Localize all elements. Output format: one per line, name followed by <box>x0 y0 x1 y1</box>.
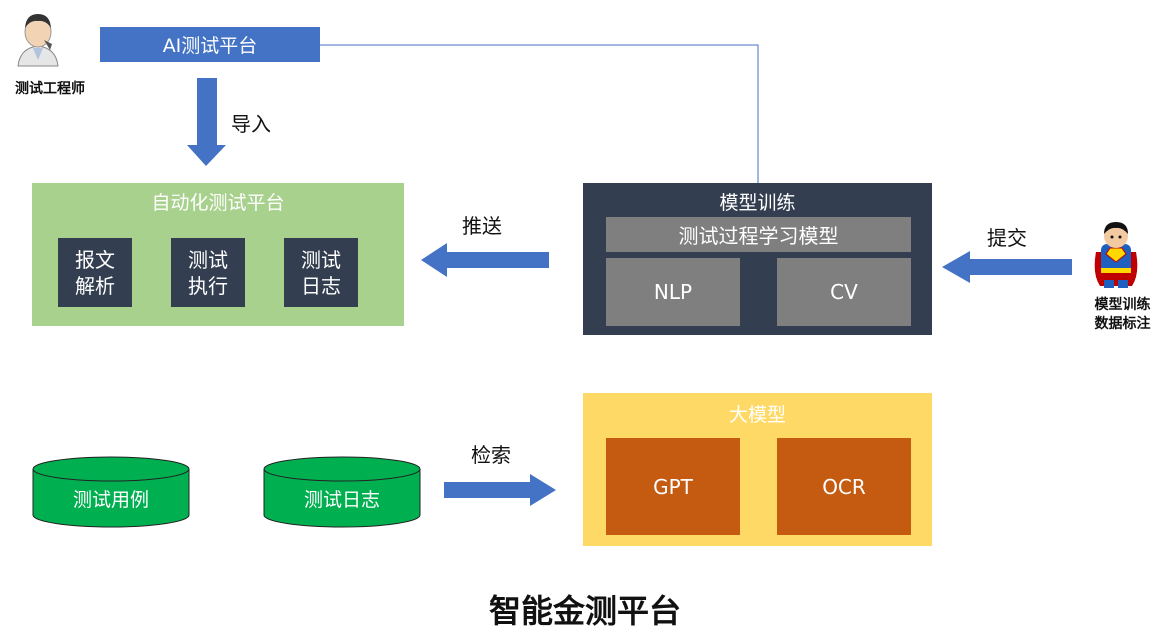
import-arrow <box>187 78 226 166</box>
submit-arrow <box>942 251 1072 283</box>
module-line: 解析 <box>75 273 115 298</box>
tester-label: 测试工程师 <box>15 81 85 97</box>
module-line: 测试 <box>301 247 341 272</box>
module-line: 日志 <box>301 273 341 298</box>
submit-label: 提交 <box>987 226 1027 250</box>
retrieve-arrow <box>444 474 556 506</box>
tester-icon <box>17 14 59 67</box>
db-test-logs <box>263 456 421 528</box>
model-training-title: 模型训练 <box>719 192 796 214</box>
big-model-title: 大模型 <box>728 404 786 426</box>
model-training-box: 模型训练 测试过程学习模型 NLP CV <box>583 183 932 335</box>
db-test-cases-label: 测试用例 <box>72 488 149 511</box>
module-test-logs: 测试 日志 <box>284 238 358 307</box>
automation-platform-title: 自动化测试平台 <box>151 192 285 214</box>
cv-box: CV <box>777 258 911 326</box>
ocr-box: OCR <box>777 438 911 535</box>
push-arrow <box>421 243 549 277</box>
big-model-box: 大模型 GPT OCR <box>583 393 932 546</box>
import-label: 导入 <box>231 112 271 136</box>
superman-icon <box>1094 222 1138 288</box>
module-line: 报文 <box>75 247 115 272</box>
module-test-execution: 测试 执行 <box>171 238 245 307</box>
process-learning-model: 测试过程学习模型 <box>606 217 911 252</box>
annotator-label: 模型训练 数据标注 <box>1075 296 1170 334</box>
annotator-label-line: 数据标注 <box>1094 316 1151 332</box>
connector-line <box>320 44 759 183</box>
module-line: 执行 <box>188 273 228 298</box>
db-test-logs-label: 测试日志 <box>303 488 380 511</box>
push-label: 推送 <box>462 214 502 238</box>
module-message-parsing: 报文 解析 <box>58 238 132 307</box>
db-test-cases <box>32 456 190 528</box>
annotator-label-line: 模型训练 <box>1094 297 1151 313</box>
nlp-box: NLP <box>606 258 740 326</box>
ai-platform-bar: AI测试平台 <box>100 27 320 62</box>
module-line: 测试 <box>188 247 228 272</box>
retrieve-label: 检索 <box>471 443 511 467</box>
page-title: 智能金测平台 <box>488 592 681 630</box>
automation-platform-box: 自动化测试平台 报文 解析 测试 执行 测试 日志 <box>32 183 404 326</box>
gpt-box: GPT <box>606 438 740 535</box>
